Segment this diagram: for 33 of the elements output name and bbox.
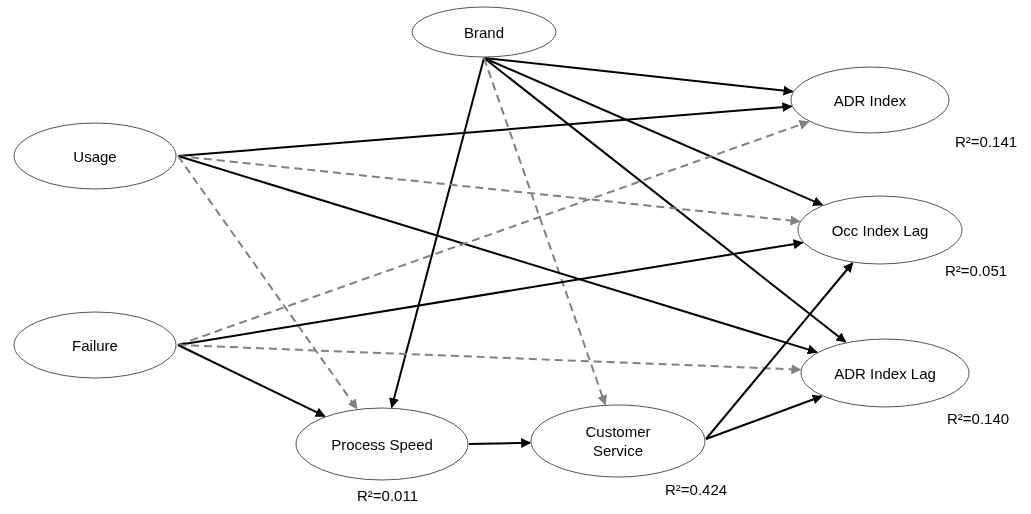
node-label: ADR Index Lag [834,363,936,383]
arrow [483,57,607,406]
ellipse-node [295,407,469,481]
arrow [468,438,532,448]
ellipse-node [411,6,557,58]
r-squared-label: R²=0.424 [665,481,728,498]
ellipse-node [13,311,177,379]
node-label: Customer Service [584,422,652,460]
arrow [177,155,358,410]
arrow [177,344,326,418]
node-label: Process Speed [331,434,433,454]
node-label: Brand [464,22,504,42]
arrow [177,155,818,355]
arrow [483,57,847,343]
r-squared-label: R²=0.141 [955,133,1018,150]
ellipse-node [800,338,970,408]
ellipse-node [790,66,950,134]
ellipse-node [797,195,963,265]
r-squared-label: R²=0.140 [947,410,1010,427]
arrow [177,155,801,226]
ellipse-node [13,122,177,190]
arrow [389,57,485,409]
arrow [705,262,854,440]
node-label: Failure [72,335,118,355]
arrow [705,394,823,440]
node-label: ADR Index [833,90,907,110]
r-squared-label: R²=0.051 [945,262,1008,279]
r-squared-label: R²=0.011 [357,487,418,504]
ellipse-node [530,404,706,478]
arrow [177,344,802,375]
node-label: Usage [73,146,117,166]
arrow [177,120,810,346]
node-label: Occ Index Lag [831,220,929,240]
